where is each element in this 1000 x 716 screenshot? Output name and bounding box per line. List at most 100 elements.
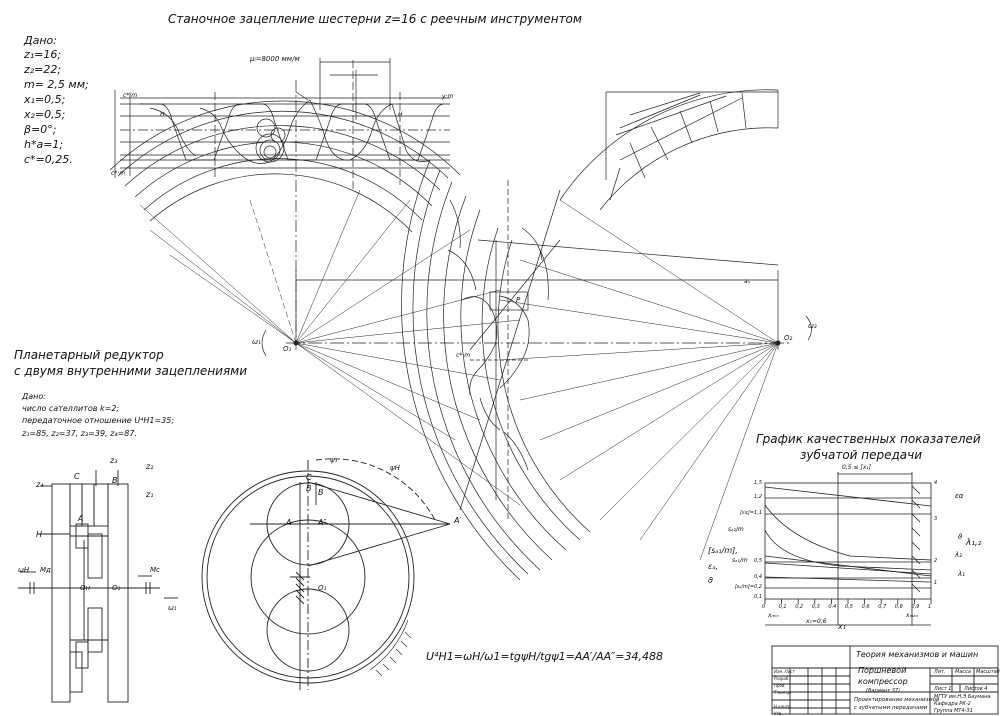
graph-ylabel-1: [sₐ₁/m], xyxy=(708,546,738,555)
graph-x-tick: 0,9 xyxy=(911,604,920,610)
curve-sa1: sₐ₁/m xyxy=(732,557,748,564)
curve-l12: λ₁,₂ xyxy=(966,538,982,548)
graph-right-tick: 2 xyxy=(934,558,938,564)
graph-x06: x₁=0,6 xyxy=(806,618,827,625)
stamp-product-2: компрессор xyxy=(858,677,908,686)
curve-sa2: sₐ₂/m xyxy=(728,526,744,533)
planetary-title: Планетарный редуктор xyxy=(14,348,164,362)
pl-C: C xyxy=(74,472,80,481)
graph-left-tick: 0,1 xyxy=(754,594,762,600)
planetary-subtitle: с двумя внутренними зацеплениями xyxy=(14,364,248,378)
given-line: β=0°; xyxy=(24,123,57,136)
stamp-row-label: Т.контр. xyxy=(774,690,792,695)
given-line: c*=0,25. xyxy=(24,153,73,166)
graph-x-tick: 0,3 xyxy=(811,604,820,610)
pl-B: B xyxy=(112,476,118,485)
graph-ylabel-2: εₐ, xyxy=(708,562,718,571)
label-cm-top: c*·m xyxy=(123,92,138,99)
stamp-row-label: Н.контр. xyxy=(774,704,792,709)
stamp-lit: Лит. xyxy=(934,669,946,675)
graph-title: График качественных показателей xyxy=(756,432,981,446)
label-p: P xyxy=(516,296,521,304)
graph-left-tick: 0,4 xyxy=(754,574,762,580)
label-o1: O₁ xyxy=(283,345,292,353)
given-header: Дано: xyxy=(24,34,57,47)
curve-l2: λ₂ xyxy=(955,551,962,559)
center-line xyxy=(286,239,790,350)
stamp-desc-2: с зубчатыми передачами xyxy=(854,705,928,711)
graph-x-tick: 0,4 xyxy=(828,604,837,610)
housing-hatch xyxy=(369,619,412,677)
given-line: h*a=1; xyxy=(24,138,64,151)
given-line: x₂=0,5; xyxy=(24,108,66,121)
graph-subtitle: зубчатой передачи xyxy=(800,448,923,462)
rays-o2 xyxy=(499,199,779,561)
gear2-rim xyxy=(559,89,779,211)
stamp-org-2: Кафедра РК-2 xyxy=(934,701,971,707)
given-line: z₁=16; xyxy=(24,48,62,61)
gear1-arcs xyxy=(109,100,461,233)
label-ym: y·m xyxy=(442,93,454,100)
graph-x-tick: 0,7 xyxy=(878,604,887,610)
graph-left-tick: [εα]=1,1 xyxy=(739,510,762,516)
quality-graph xyxy=(764,472,932,626)
stamp-desc-1: Проектирование механизмов xyxy=(854,697,940,703)
label-cm-bot: c*·m xyxy=(111,170,126,177)
graph-x-tick: 1 xyxy=(928,604,932,610)
pc-psiH: ψH xyxy=(390,464,400,472)
graph-x-tick: 0,8 xyxy=(894,604,903,610)
stamp-product-1: Поршневой xyxy=(858,666,907,675)
graph-x-tick: 0,1 xyxy=(778,604,787,610)
planetary-given-line-3: z₁=85, z₂=37, z₃=39, z₄=87. xyxy=(22,429,137,438)
graph-x-tick: 0 xyxy=(762,604,766,610)
graph-left-tick: 0,5 xyxy=(754,558,762,564)
curve-theta: ϑ xyxy=(958,533,963,541)
planetary-circles xyxy=(201,458,451,690)
stamp-row-label: Изм. Лист xyxy=(774,669,795,674)
graph-x-tick: 0,2 xyxy=(795,604,804,610)
stamp-title: Теория механизмов и машин xyxy=(856,650,979,659)
graph-xmax: xₘₐₓ xyxy=(906,612,919,619)
label-h: H xyxy=(160,111,165,118)
stamp-org-3: Группа МТ4-31 xyxy=(934,708,973,714)
planetary-given-header: Дано: xyxy=(22,392,46,401)
graph-left-tick: 1,2 xyxy=(754,494,762,500)
graph-right-tick: 1 xyxy=(934,580,938,586)
graph-xlabel: x₁ xyxy=(838,622,846,631)
pl-A: A xyxy=(78,514,84,523)
pl-MH: Mд xyxy=(40,566,51,574)
mesh-zone xyxy=(447,180,561,520)
pl-Mc: Mc xyxy=(150,566,160,574)
graph-right-tick: 4 xyxy=(934,480,938,486)
given-line: z₂=22; xyxy=(24,63,62,76)
graph-x-tick: 0,5 xyxy=(845,604,853,610)
curve-l1: λ₁ xyxy=(958,570,965,578)
main-title: Станочное зацепление шестерни z=16 с рее… xyxy=(168,12,582,26)
stamp-row-label: Разраб. xyxy=(774,676,790,681)
planetary-given-line-1: число сателлитов k=2; xyxy=(22,404,120,413)
given-line: x₁=0,5; xyxy=(24,93,66,106)
graph-ylabel-3: ϑ xyxy=(708,576,713,585)
pc-A: A xyxy=(286,518,292,527)
label-cm-mesh: c*·m xyxy=(456,352,471,359)
label-o2: O₂ xyxy=(784,334,793,342)
pc-A1: A′ xyxy=(454,516,462,525)
stamp-org-1: МГТУ им.Н.Э.Баумана xyxy=(934,694,991,700)
pc-O1: O₁ xyxy=(318,584,327,592)
rays-o1 xyxy=(139,189,521,506)
given-line: m= 2,5 мм; xyxy=(24,78,89,91)
graph-left-tick: 1,5 xyxy=(754,480,762,486)
graph-xmin: xₘᵢₙ xyxy=(768,612,779,619)
pl-z2: z₂ xyxy=(146,462,154,471)
pc-A2: A″ xyxy=(318,518,327,527)
graph-top-label: 0,5 ≤ [x₁] xyxy=(842,464,872,471)
gear2-arcs xyxy=(401,159,591,581)
pl-O1: O₁ xyxy=(112,584,121,592)
label-h2: H xyxy=(398,111,403,118)
pc-B2: B xyxy=(318,488,324,497)
label-w1: ω₁ xyxy=(252,338,261,346)
label-aw: aᵤ xyxy=(744,278,751,285)
graph-right-tick: 3 xyxy=(934,516,938,522)
stamp-sheets: Листов 4 xyxy=(964,686,988,692)
